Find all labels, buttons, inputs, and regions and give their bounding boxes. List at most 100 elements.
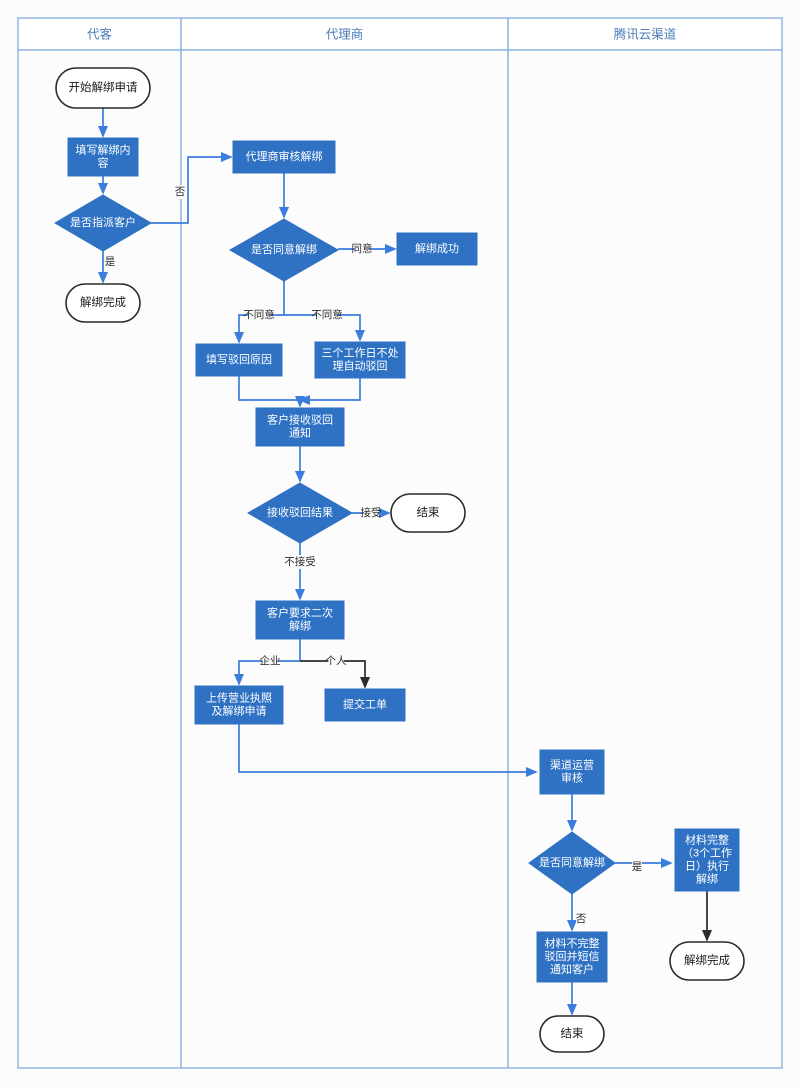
process-box[interactable] — [255, 407, 345, 447]
edge-path — [284, 314, 366, 342]
process-box[interactable] — [674, 828, 740, 892]
process-box[interactable] — [255, 600, 345, 640]
edge-label: 否 — [175, 186, 186, 198]
node-label: 是否指派客户 — [70, 215, 136, 229]
node-label: 解绑 — [696, 871, 718, 885]
edge-label: 否 — [576, 913, 587, 925]
flow-node-unbind-done-2[interactable]: 解绑完成 — [669, 941, 745, 981]
edge-label: 不接受 — [284, 555, 316, 568]
swimlane-tencent: 腾讯云渠道 — [507, 17, 783, 1069]
flow-node-agree-unbind-2[interactable]: 是否同意解绑 — [528, 831, 616, 895]
edge-path — [238, 724, 538, 778]
decision-diamond[interactable] — [228, 218, 340, 282]
decision-diamond[interactable] — [246, 482, 354, 544]
process-box[interactable] — [324, 688, 406, 722]
edge-path — [151, 151, 233, 224]
edge-path — [298, 378, 361, 406]
flow-node-reject-reason[interactable]: 填写驳回原因 — [195, 343, 283, 377]
process-box[interactable] — [536, 931, 608, 983]
edge-label: 个人 — [326, 655, 347, 667]
flow-edge-agree-yes: 同意 — [338, 242, 397, 256]
flow-edge-result-accept: 接受 — [352, 506, 391, 520]
terminator-pill[interactable] — [669, 941, 745, 981]
node-label: 是否同意解绑 — [539, 855, 605, 869]
node-label: （3个工作 — [682, 846, 732, 859]
flow-node-agent-review[interactable]: 代理商审核解绑 — [232, 140, 336, 174]
swimlane-agent: 代理商 — [180, 17, 509, 1069]
process-box[interactable] — [194, 685, 284, 725]
node-label: 结束 — [561, 1027, 584, 1040]
node-label: 填写解绑内 — [76, 142, 131, 156]
process-box[interactable] — [67, 137, 139, 177]
node-label: 理自动驳回 — [333, 359, 388, 372]
node-label: 解绑成功 — [415, 241, 459, 255]
flow-edge-agree2-yes: 是 — [615, 857, 673, 874]
node-label: 是否同意解绑 — [251, 242, 317, 256]
flow-node-submit-ticket[interactable]: 提交工单 — [324, 688, 406, 722]
node-label: 结束 — [417, 506, 440, 519]
flow-node-end-2[interactable]: 结束 — [539, 1015, 605, 1053]
terminator-pill[interactable] — [390, 493, 466, 533]
edge-label: 不同意 — [311, 308, 343, 321]
node-label: 解绑完成 — [80, 295, 126, 309]
flow-node-agree-unbind[interactable]: 是否同意解绑 — [228, 218, 340, 282]
node-label: 上传营业执照 — [206, 690, 272, 704]
process-box[interactable] — [314, 341, 406, 379]
swimlane-body — [507, 49, 783, 1069]
node-label: 解绑完成 — [684, 953, 730, 967]
edge-label: 是 — [105, 256, 116, 268]
flow-node-assign-customer[interactable]: 是否指派客户 — [54, 194, 152, 252]
flow-node-start[interactable]: 开始解绑申请 — [55, 67, 151, 109]
swimlane-header — [17, 17, 182, 51]
node-label: 解绑 — [289, 618, 311, 632]
process-box[interactable] — [232, 140, 336, 174]
node-label: 渠道运营 — [550, 757, 594, 771]
node-label: 客户接收驳回 — [267, 412, 333, 426]
node-label: 通知 — [289, 425, 311, 439]
edge-label-bg — [354, 242, 370, 256]
edge-label-bg — [316, 308, 338, 322]
node-label: 容 — [98, 155, 109, 169]
nodes-container: 开始解绑申请填写解绑内容是否指派客户解绑完成代理商审核解绑是否同意解绑解绑成功填… — [54, 67, 745, 1053]
node-label: 驳回并短信 — [545, 949, 600, 963]
edge-label: 接受 — [361, 506, 382, 519]
edge-label-bg — [105, 255, 115, 269]
edge-label-bg — [328, 654, 344, 668]
swimlane-body — [180, 49, 509, 1069]
flow-edge-result-refuse: 不接受 — [284, 543, 316, 601]
node-label: 材料完整 — [685, 832, 729, 846]
swimlane-title: 腾讯云渠道 — [614, 26, 677, 41]
flow-node-end-1[interactable]: 结束 — [390, 493, 466, 533]
terminator-pill[interactable] — [55, 67, 151, 109]
flow-edge-agree-no-1: 不同意 — [233, 281, 285, 344]
edge-label: 是 — [632, 861, 643, 873]
edge-label-bg — [262, 654, 278, 668]
decision-diamond[interactable] — [528, 831, 616, 895]
process-box[interactable] — [396, 232, 478, 266]
edge-label: 同意 — [352, 242, 373, 255]
process-box[interactable] — [195, 343, 283, 377]
decision-diamond[interactable] — [54, 194, 152, 252]
node-label: 材料不完整 — [545, 936, 600, 950]
flow-node-reject-result[interactable]: 接收驳回结果 — [246, 482, 354, 544]
flow-node-unbind-done-1[interactable]: 解绑完成 — [65, 283, 141, 323]
node-label: 客户要求二次 — [267, 605, 333, 619]
terminator-pill[interactable] — [539, 1015, 605, 1053]
node-label: 开始解绑申请 — [69, 80, 138, 94]
flow-node-unbind-success[interactable]: 解绑成功 — [396, 232, 478, 266]
swimlane-title: 代客 — [87, 26, 113, 41]
edge-label-bg — [632, 860, 642, 874]
terminator-pill[interactable] — [65, 283, 141, 323]
node-label: 填写驳回原因 — [206, 352, 272, 366]
edge-label: 企业 — [260, 654, 281, 667]
process-box[interactable] — [539, 749, 605, 795]
flow-edge-agree-no-2: 不同意 — [284, 308, 366, 342]
